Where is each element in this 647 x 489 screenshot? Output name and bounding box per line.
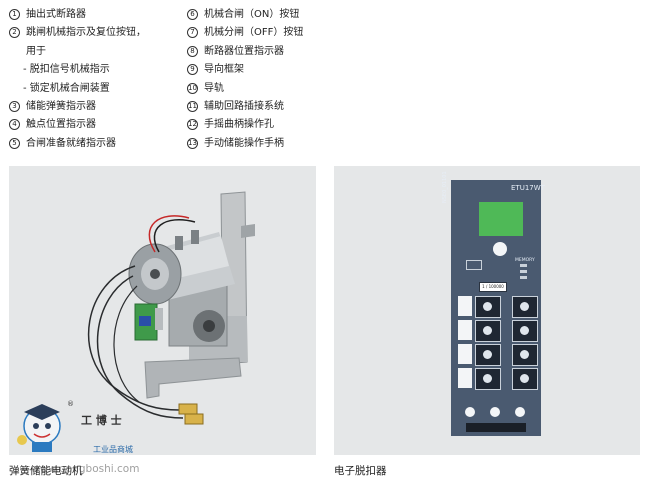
- etu-bottom-bar: [466, 423, 526, 432]
- etu-setting-dial: [475, 344, 501, 366]
- number-badge: 13: [187, 137, 198, 149]
- legend-item-5: 5 合闸准备就绪指示器: [9, 135, 189, 153]
- legend-item-9: 9 导向框架: [187, 61, 387, 79]
- etu-green-indicator: [479, 202, 523, 236]
- legend-text: 手摇曲柄操作孔: [204, 119, 274, 131]
- legend-left: 1 抽出式断路器 2 跳闸机械指示及复位按钮， 用于 - 脱扣信号机械指示 - …: [9, 6, 189, 153]
- legend-subitem: - 锁定机械合闸装置: [23, 82, 110, 94]
- legend-item-2: 2 跳闸机械指示及复位按钮，: [9, 24, 189, 42]
- etu-label-plate: [458, 344, 472, 364]
- legend-text: 手动储能操作手柄: [204, 137, 284, 149]
- number-badge: 7: [187, 27, 198, 39]
- watermark-brand: 工 博 士: [81, 414, 122, 427]
- legend-item-13: 13 手动储能操作手柄: [187, 135, 387, 153]
- etu-model-label: ETU17WT: [511, 184, 545, 192]
- legend-item-6: 6 机械合闸（ON）按钮: [187, 6, 387, 24]
- number-badge: 9: [187, 64, 198, 76]
- caption-trip-unit: 电子脱扣器: [334, 465, 387, 477]
- legend-text: 抽出式断路器: [26, 9, 86, 20]
- etu-memory-label: MEMORY: [515, 258, 535, 263]
- legend-text: 储能弹簧指示器: [26, 101, 96, 113]
- etu-label-plate: [458, 296, 472, 316]
- etu-setting-dial: [512, 320, 538, 342]
- number-badge: 8: [187, 45, 198, 57]
- legend-text: 导向框架: [204, 64, 244, 76]
- etu-button: [515, 407, 525, 417]
- legend-item-11: 11 辅助回路插接系统: [187, 98, 387, 116]
- registered-mark: ®: [67, 400, 74, 408]
- number-badge: 5: [9, 137, 20, 149]
- legend-text: 导轨: [204, 82, 224, 94]
- legend-text: 断路器位置指示器: [204, 45, 284, 57]
- etu-label-plate: [458, 320, 472, 340]
- spring-charging-motor-illustration: [87, 191, 255, 425]
- etu-label-plate: [458, 368, 472, 388]
- etu-setting-dial: [512, 368, 538, 390]
- legend-subitem: - 脱扣信号机械指示: [23, 64, 110, 76]
- number-badge: 2: [9, 27, 20, 39]
- legend-item-12: 12 手摇曲柄操作孔: [187, 116, 387, 134]
- number-badge: 1: [9, 9, 20, 20]
- legend-text: 合闸准备就绪指示器: [26, 137, 116, 149]
- legend-right: 6 机械合闸（ON）按钮 7 机械分闸（OFF）按钮 8 断路器位置指示器 9 …: [187, 6, 387, 153]
- etu-switch: [520, 264, 527, 267]
- legend-item-10: 10 导轨: [187, 80, 387, 98]
- etu-display: 1 / 100000: [479, 282, 507, 292]
- number-badge: 11: [187, 101, 198, 113]
- legend-item-3: 3 储能弹簧指示器: [9, 98, 189, 116]
- number-badge: 3: [9, 101, 20, 113]
- legend-text: 机械分闸（OFF）按钮: [204, 27, 304, 39]
- etu-mini-indicator: [466, 260, 482, 270]
- legend-item-1: 1 抽出式断路器: [9, 6, 189, 24]
- etu-setting-dial: [512, 296, 538, 318]
- number-badge: 10: [187, 82, 198, 94]
- legend-text: 辅助回路插接系统: [204, 101, 284, 113]
- caption-motor: 弹簧储能电动机: [9, 465, 83, 477]
- legend-item-7: 7 机械分闸（OFF）按钮: [187, 24, 387, 42]
- etu-code-label: NSE0_01101: [442, 171, 448, 203]
- legend-item-4: 4 触点位置指示器: [9, 116, 189, 134]
- etu-button: [490, 407, 500, 417]
- legend-item-8: 8 断路器位置指示器: [187, 43, 387, 61]
- legend-text: 机械合闸（ON）按钮: [204, 9, 300, 20]
- etu-setting-dial: [475, 320, 501, 342]
- etu-switch: [520, 270, 527, 273]
- etu-rotary-knob: [493, 242, 507, 256]
- legend-text: 触点位置指示器: [26, 119, 96, 131]
- brand-mascot-logo: [17, 404, 61, 452]
- number-badge: 6: [187, 9, 198, 20]
- etu-button: [465, 407, 475, 417]
- etu-setting-dial: [475, 296, 501, 318]
- legend-text: 跳闸机械指示及复位按钮，: [26, 27, 146, 39]
- watermark-url: www.gongboshi.com: [31, 463, 140, 475]
- number-badge: 4: [9, 119, 20, 131]
- etu-setting-dial: [512, 344, 538, 366]
- number-badge: 12: [187, 119, 198, 131]
- legend-continuation: 用于: [26, 45, 46, 57]
- etu-setting-dial: [475, 368, 501, 390]
- watermark-subtitle: 工业品商城: [93, 445, 133, 454]
- etu-switch: [520, 276, 527, 279]
